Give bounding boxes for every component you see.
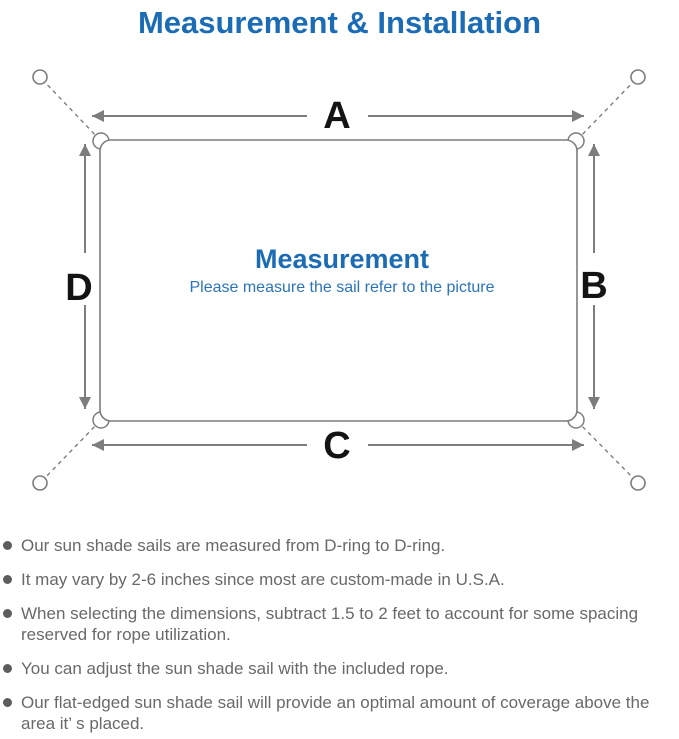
bullet-dot — [3, 698, 12, 707]
list-item: When selecting the dimensions, subtract … — [3, 603, 673, 645]
measurement-notes-list: Our sun shade sails are measured from D-… — [0, 535, 679, 734]
list-item: You can adjust the sun shade sail with t… — [3, 658, 673, 679]
note-text: It may vary by 2-6 inches since most are… — [21, 570, 505, 589]
dashed-rope-top-left — [39, 76, 101, 141]
dashed-rope-bottom-right — [576, 420, 639, 484]
note-text: You can adjust the sun shade sail with t… — [21, 659, 449, 678]
bullet-dot — [3, 609, 12, 618]
measurement-diagram: A B C D Measurement Please measure the s… — [0, 55, 679, 515]
bullet-dot — [3, 541, 12, 550]
diagram-center-title: Measurement — [255, 244, 429, 274]
note-text: Our sun shade sails are measured from D-… — [21, 536, 446, 555]
bullet-dot — [3, 575, 12, 584]
dimension-label-a: A — [323, 95, 350, 137]
dimension-label-c: C — [323, 425, 350, 467]
list-item: It may vary by 2-6 inches since most are… — [3, 569, 673, 590]
anchor-circle-top-right — [630, 69, 646, 85]
dashed-rope-bottom-left — [39, 420, 101, 484]
measurement-diagram-svg: A B C D Measurement Please measure the s… — [32, 69, 646, 491]
anchor-circle-bottom-left — [32, 475, 48, 491]
note-text: Our flat-edged sun shade sail will provi… — [21, 693, 650, 733]
dimension-label-b: B — [580, 265, 607, 307]
list-item: Our flat-edged sun shade sail will provi… — [3, 692, 673, 734]
page-title: Measurement & Installation — [137, 5, 542, 40]
dimension-label-d: D — [65, 267, 92, 309]
note-text: When selecting the dimensions, subtract … — [21, 604, 639, 644]
dashed-rope-top-right — [576, 76, 639, 141]
diagram-center-subtitle: Please measure the sail refer to the pic… — [189, 279, 494, 296]
anchor-circle-bottom-right — [630, 475, 646, 491]
list-item: Our sun shade sails are measured from D-… — [3, 535, 673, 556]
anchor-circle-top-left — [32, 69, 48, 85]
bullet-dot — [3, 664, 12, 673]
sail-rectangle — [99, 139, 578, 422]
